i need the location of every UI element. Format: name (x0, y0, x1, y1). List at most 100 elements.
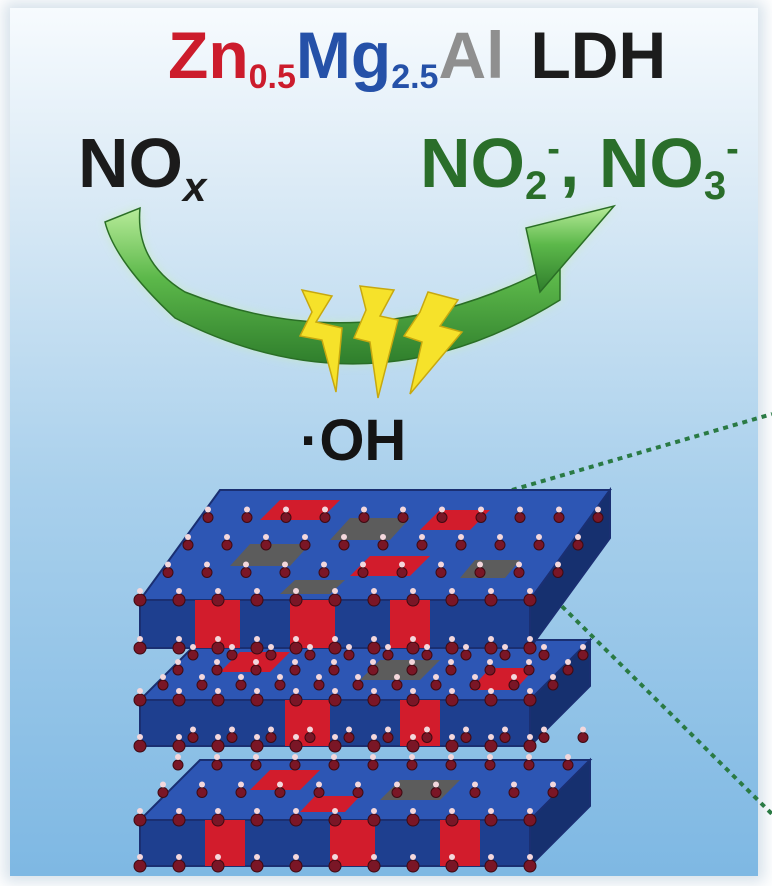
oxygen-atom (406, 813, 420, 827)
oxygen-atom (552, 567, 564, 578)
hydrogen-atom (541, 726, 547, 733)
hydrogen-atom (137, 588, 143, 594)
hydrogen-atom (449, 588, 455, 594)
oxygen-atom (445, 813, 459, 827)
reactant-subscript-x: x (183, 163, 207, 210)
oxygen-atom (211, 693, 225, 707)
oxygen-atom (187, 649, 199, 661)
oxygen-atom (211, 859, 225, 873)
hydrogen-atom (332, 734, 338, 740)
hydrogen-atom (244, 506, 250, 513)
hydrogen-atom (331, 659, 337, 665)
oxygen-atom (250, 813, 264, 827)
hydrogen-atom (268, 726, 274, 733)
hydrogen-atom (253, 754, 259, 760)
hydroxyl-radical-label: ·OH (300, 408, 407, 473)
hydrogen-atom (355, 781, 361, 788)
oxygen-atom (445, 664, 457, 676)
oxygen-atom (367, 664, 379, 676)
hydrogen-atom (224, 534, 230, 540)
hydrogen-atom (332, 854, 338, 860)
reactant-formula: NO (78, 124, 183, 202)
hydrogen-atom (458, 534, 464, 540)
oxygen-atom (357, 567, 369, 578)
hydrogen-atom (282, 561, 288, 568)
hydrogen-atom (229, 644, 235, 650)
mg-label: Mg (295, 18, 392, 92)
hydrogen-atom (433, 781, 439, 788)
oxygen-atom (406, 739, 420, 753)
oxygen-atom (421, 649, 433, 661)
oxygen-atom (319, 512, 331, 523)
hydrogen-atom (254, 688, 260, 694)
ldh-crystal-structure (137, 486, 612, 869)
hydrogen-atom (371, 688, 377, 694)
hydrogen-atom (268, 644, 274, 650)
oxygen-atom (547, 787, 559, 798)
oxygen-atom (172, 693, 186, 707)
oxygen-atom (469, 679, 481, 691)
reactant-label: NOx (78, 128, 206, 208)
hydrogen-atom (541, 644, 547, 650)
nitrite-charge: - (547, 128, 560, 170)
hydrogen-atom (360, 561, 366, 568)
hydrogen-atom (449, 734, 455, 740)
products-label: NO2-, NO3- (420, 128, 739, 206)
oxygen-atom (533, 539, 545, 551)
hydrogen-atom (292, 754, 298, 760)
hydrogen-atom (580, 644, 586, 650)
oxygen-atom (343, 732, 355, 743)
hydrogen-atom (371, 588, 377, 594)
oxygen-atom (196, 787, 208, 798)
oxygen-atom (279, 567, 291, 578)
oxygen-atom (377, 539, 389, 551)
hydrogen-atom (160, 674, 166, 680)
hydrogen-atom (527, 688, 533, 694)
oxygen-atom (211, 739, 225, 753)
hydrogen-atom (527, 636, 533, 642)
oxygen-atom (499, 732, 511, 743)
hydrogen-atom (331, 754, 337, 760)
oxygen-atom (367, 693, 381, 707)
oxygen-atom (226, 649, 238, 661)
hydrogen-atom (517, 506, 523, 513)
oxygen-atom (250, 641, 264, 655)
hydrogen-atom (371, 808, 377, 814)
oxygen-atom (523, 693, 537, 707)
hydrogen-atom (214, 659, 220, 665)
products-separator: , (559, 124, 599, 202)
oxygen-atom (406, 759, 418, 771)
hydrogen-atom (424, 726, 430, 733)
oxygen-atom (328, 693, 342, 707)
oxygen-atom (289, 593, 303, 607)
oxygen-atom (313, 787, 325, 798)
oxygen-atom (508, 787, 520, 798)
nitrite-formula: NO (420, 124, 525, 202)
oxygen-atom (445, 759, 457, 771)
oxygen-atom (523, 759, 535, 771)
hydrogen-atom (511, 674, 517, 680)
hydrogen-atom (215, 808, 221, 814)
hydrogen-atom (199, 674, 205, 680)
hydrogen-atom (472, 781, 478, 788)
oxygen-atom (460, 649, 472, 661)
oxygen-atom (289, 813, 303, 827)
oxygen-atom (577, 732, 589, 743)
oxygen-atom (352, 679, 364, 691)
curved-arrow-icon (104, 204, 617, 365)
hydrogen-atom (254, 808, 260, 814)
hydrogen-atom (214, 754, 220, 760)
hydrogen-atom (488, 734, 494, 740)
oxygen-atom (406, 641, 420, 655)
hydrogen-atom (361, 506, 367, 513)
hydrogen-atom (410, 808, 416, 814)
oxygen-atom (523, 859, 537, 873)
hydrogen-atom (449, 854, 455, 860)
hydrogen-atom (527, 808, 533, 814)
hydrogen-atom (137, 688, 143, 694)
hydrogen-atom (176, 734, 182, 740)
lightning-bolt-icon (298, 285, 464, 399)
